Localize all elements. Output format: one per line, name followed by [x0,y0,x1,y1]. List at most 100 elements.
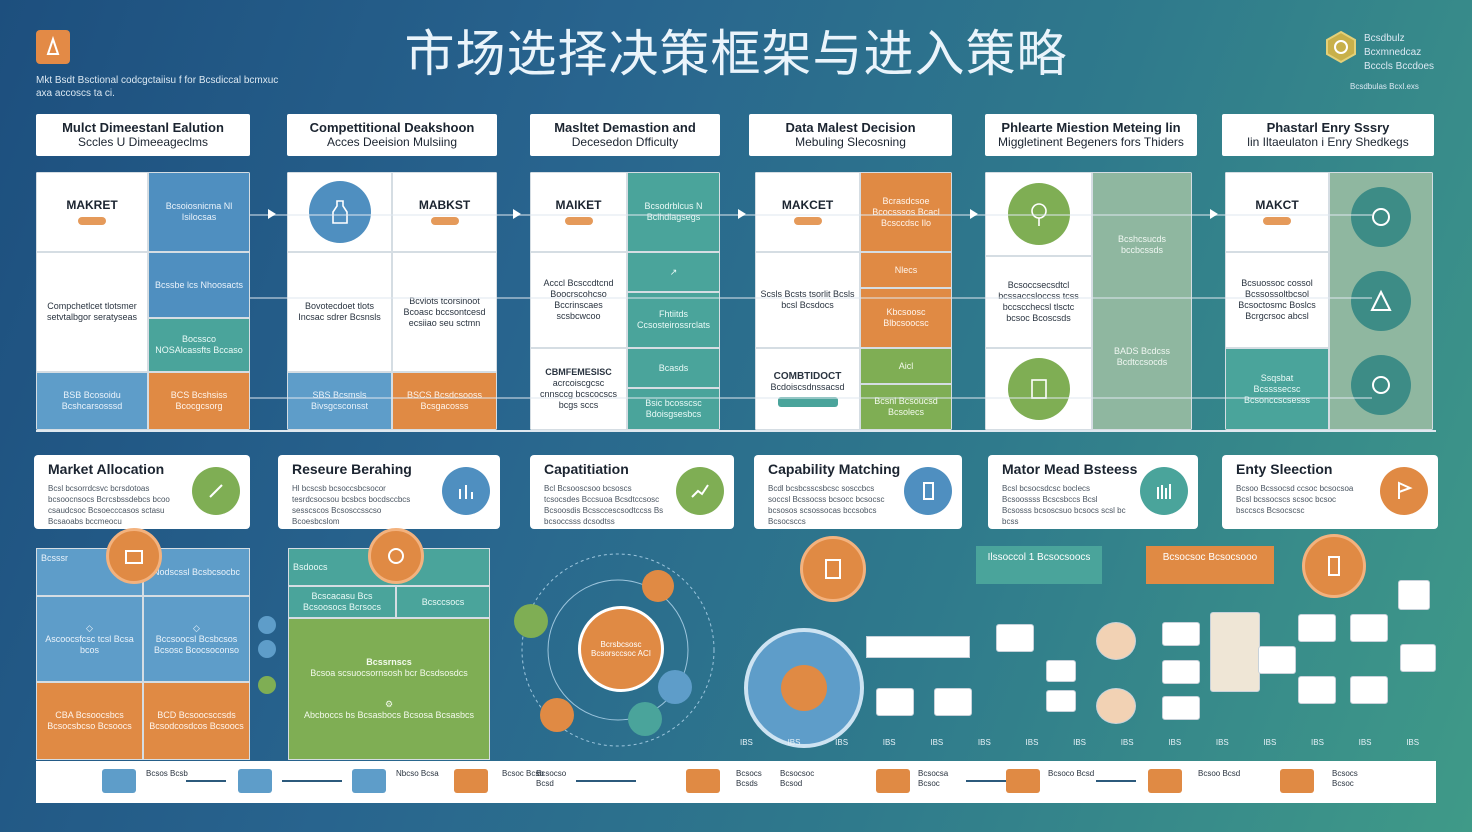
arrow-right-icon [513,209,521,219]
card-desc: Bcsoo Bcssocsd ccsoc bcsocsoa Bcsl bcsso… [1236,484,1354,515]
arrow-right-icon [738,209,746,219]
market-cell: MAKCET [755,172,860,252]
comp-label: CBMFEMESISC [545,367,612,377]
flow-node [1350,614,1388,642]
cell: ◇Bccsoocsl Bcsbcsos Bcsosc Bcocsoconso [143,596,250,682]
legend-line-2: Bcxmnedcaz [1364,47,1422,58]
green-desc: Bcsoa scsuocsornsosh bcr Bcsdsosdcs [310,668,468,678]
header-sub: lin Iltaeulaton i Enry Shedkegs [1247,135,1409,149]
clock-icon [368,528,424,584]
flow-arrow [576,780,636,782]
timeline-label: IBS [1025,738,1039,747]
cell: Bcsccsocs [396,586,490,618]
header-title: Phlearte Miestion Meteing lin [1001,120,1181,135]
timeline-label: IBS [1263,738,1277,747]
comp-label: COMBTIDOCT [773,371,842,382]
flow-node [934,688,972,716]
cylinder-node [1210,612,1260,692]
info-dot-icon [258,640,276,658]
timeline-label: IBS [787,738,801,747]
arrow-right-icon [1210,209,1218,219]
market-label: MAKCET [781,197,834,212]
cell: Bcsoiosnicma Nl Isilocsas [148,172,250,252]
flow-label: Bcsoc Bcsb [502,769,544,778]
flow-node [876,688,914,716]
cell: SBS Bcsmsls Bivsgcsconsst [287,372,392,430]
calculator-icon [800,536,866,602]
flow-label: Nbcso Bcsa [396,769,439,778]
timeline-label: IBS [1120,738,1134,747]
header-title: Compettitional Deakshoon [309,120,475,135]
cell: Bsic bcosscsc Bdoisgsesbcs [627,388,720,430]
icon-cell [287,172,392,252]
cell: Bcsnl Bcsoucsd Bcsolecs [860,384,952,430]
timeline-label: IBS [882,738,896,747]
cell: Bcsodrblcus N Bclhdlagsegs [627,172,720,252]
flow-head-orange: Bcsocsoc Bcsocsooo [1146,546,1274,584]
bottom-mid-block: Bsdoocs Bcscacasu Bcs Bcsoosocs Bcrsocs … [288,528,490,760]
panel-1: MAKRET Bcsoiosnicma Nl Isilocsas Compche… [36,172,250,430]
card-title: Mator Mead Bsteess [1002,461,1138,477]
radial-hub: Bcrsbcsosc Bcsorsccsoc ACI [504,546,732,754]
market-label: MAKRET [66,197,118,212]
card-desc: Bcsl bcsorrdcsvc bcrsdotoas bcsoocnsocs … [48,484,170,526]
flag-icon [1380,467,1428,515]
capability-blob [744,628,864,748]
phone-icon [1302,534,1366,598]
flow-step [1006,769,1040,793]
card-title: Market Allocation [48,461,165,477]
flow-node [1258,646,1296,674]
flow-label: Bcsoo Bcsd [1198,769,1241,778]
header-sub: Mebuling Slecosning [795,135,906,149]
desc-cell: Acccl Bcsccdtcnd Boocrscohcso Bccrinscae… [530,252,627,348]
panel-4: MAKCET Bcrasdcsoe Bcocsssos Bcacl Bcsccd… [755,172,952,430]
comp-desc: Bcdoiscsdnssacsd [770,382,845,392]
pill-badge [1263,216,1291,225]
flow-node [1398,580,1430,610]
bottom-flow-bar: Bcsos Bcsb Nbcso Bcsa Bcsoc Bcsb Bcsocso… [36,761,1436,803]
flow-arrow [186,780,226,782]
divider-line [36,430,1436,432]
pill-badge [564,216,593,225]
hub-node [628,702,662,736]
cell: Nlecs [860,252,952,288]
flow-label: Bcsos Bcsb [146,769,188,778]
pill-badge [78,216,106,225]
cell: Aicl [860,348,952,384]
flow-step [876,769,910,793]
panel-2: MABKST Bovotecdoet tlots Incsac sdrer Bc… [287,172,497,430]
cell-text: Ascoocsfcsc tcsl Bcsa bcos [45,633,134,655]
cell: Bcssbe lcs Nhoosacts [148,252,250,318]
cell-line: Fhtiitds [658,309,688,319]
camera-icon [106,528,162,584]
flow-node [1162,660,1200,684]
timeline-label: IBS [835,738,849,747]
top-left-caption: Mkt Bsdt Bsctional codcgctaiisu f for Bc… [36,75,279,99]
market-cell: MAIKET [530,172,627,252]
green-title: Bcssrnscs [366,657,412,667]
flow-node [1046,660,1076,682]
timeline-label: IBS [1406,738,1420,747]
flow-node [1096,688,1136,724]
cell: CBA Bcsoocsbcs Bcsocsbcso Bcsoocs [36,682,143,760]
connector-line [250,297,1372,299]
flow-node [1298,614,1336,642]
info-dot-icon [258,616,276,634]
bottle-icon [308,181,371,243]
flow-node [1096,622,1136,660]
desc-cell: Scsls Bcsts tsorlit Bcsls bcsl Bcsdocs [755,252,860,348]
diamond-icon: ◇ [193,622,200,633]
phone-icon [904,467,952,515]
